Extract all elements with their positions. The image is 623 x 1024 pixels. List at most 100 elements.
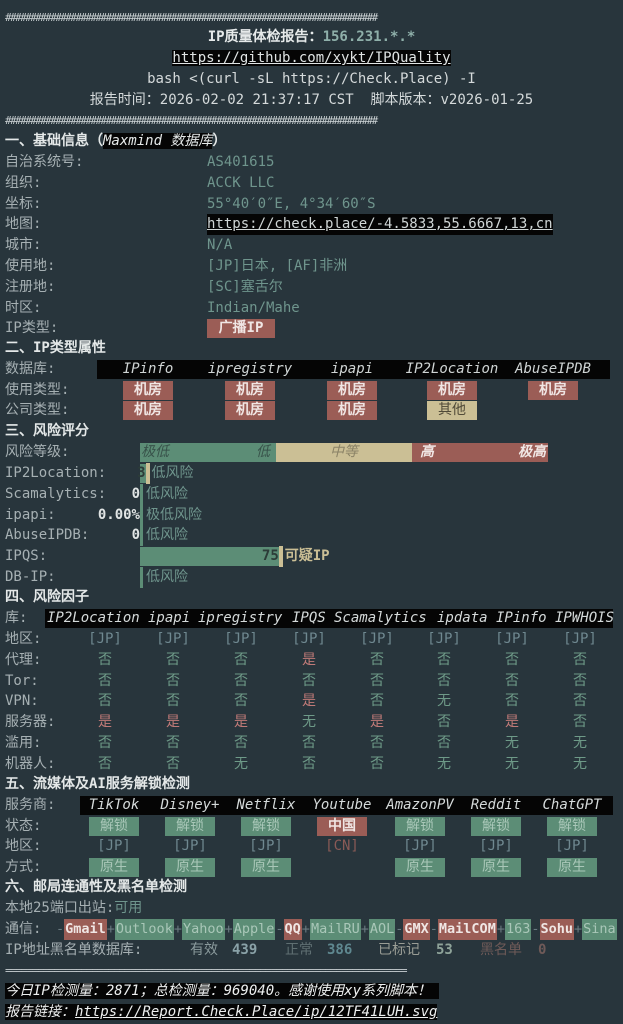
usage-type-badge: 机房: [123, 381, 173, 400]
unlock-region: [JP]: [173, 838, 207, 854]
unlock-region: [JP]: [479, 838, 513, 854]
unlock-method-badge: 原生: [165, 858, 215, 877]
factor-label: 滥用:: [5, 735, 42, 751]
mail-separator: +: [106, 921, 115, 937]
db-header-bar: [97, 360, 610, 379]
ip-type-label: IP类型:: [5, 320, 59, 336]
basic-row-label: 城市:: [5, 237, 42, 254]
factor-value: [JP]: [88, 631, 122, 647]
basic-row-label: 注册地:: [5, 278, 56, 295]
mail-service-gmx: GMX: [403, 919, 430, 940]
factor-value: 否: [234, 672, 248, 689]
factor-row: Tor:否否否否否否否否: [0, 671, 623, 692]
factor-value: 无: [302, 714, 316, 731]
db-name: ipregistry: [207, 361, 293, 377]
factor-value: 否: [370, 735, 384, 751]
section-type-title: 二、IP类型属性: [5, 340, 106, 356]
basic-row-value: [SC]塞舌尔: [207, 278, 283, 295]
mail-service-outlook: Outlook: [114, 919, 174, 940]
factor-label: 机器人:: [5, 755, 56, 772]
factor-value: 是: [302, 693, 316, 710]
factor-value: 否: [370, 693, 384, 710]
version: v2026-01-25: [440, 92, 534, 108]
factor-value: 否: [98, 755, 112, 772]
unlock-method-badge: 原生: [547, 858, 597, 877]
db-label: 数据库:: [5, 361, 56, 377]
risk-band-medium: 中等: [276, 443, 412, 462]
section-factors-title: 四、风险因子: [5, 589, 89, 605]
mail-separator: -: [56, 921, 65, 937]
port-label: 本地25端口出站:: [5, 900, 115, 916]
basic-row-value: N/A: [207, 237, 233, 254]
mail-service-163: 163: [504, 919, 532, 940]
risk-marker: [140, 525, 143, 547]
port-value: 可用: [114, 900, 143, 916]
provider-name: AmazonPV: [386, 797, 454, 813]
unlock-method-badge: 原生: [241, 858, 291, 877]
unlock-method-badge: 原生: [395, 858, 445, 877]
usage-type-badge: 机房: [225, 381, 275, 400]
risk-text: 低风险: [146, 569, 188, 585]
report-title: IP质量体检报告：156.231.*.*: [207, 29, 416, 45]
ip-address: 156.231.*.*: [322, 29, 416, 45]
factor-row: 滥用:否否否否否否无无: [0, 733, 623, 754]
factor-value: [JP]: [360, 631, 394, 647]
repo-link[interactable]: https://github.com/xykt/IPQuality: [172, 50, 451, 66]
company-type-badge: 机房: [225, 401, 275, 420]
mail-service-sina: Sina: [582, 919, 617, 940]
provider-name: Netflix: [236, 797, 296, 813]
basic-row-label: 自治系统号:: [5, 154, 84, 170]
factor-value: 是: [302, 651, 316, 668]
risk-marker: [278, 546, 283, 568]
unlock-status-badge: 解锁: [165, 817, 215, 836]
mail-separator: -: [531, 921, 540, 937]
region-label: 地区:: [5, 838, 42, 854]
valid-count: 439: [232, 942, 258, 958]
risk-score-bar: [140, 464, 146, 483]
risk-source-label: DB-IP:: [5, 569, 56, 585]
report-link-label: 报告链接：: [5, 1004, 75, 1020]
factor-row: 地区:[JP][JP][JP][JP][JP][JP][JP][JP]: [0, 629, 623, 650]
basic-row: 时区:Indian/Mahe: [0, 298, 623, 319]
factor-value: [JP]: [563, 631, 597, 647]
factor-label: 服务器:: [5, 714, 56, 731]
mail-service-mailru: MailRU: [309, 919, 361, 940]
lib-name: Scamalytics: [334, 610, 427, 626]
basic-row: 城市: N/A: [0, 235, 623, 256]
factor-row: 代理:否否否是否否否否: [0, 650, 623, 671]
provider-name: ChatGPT: [542, 797, 602, 813]
unlock-method-badge: 原生: [471, 858, 521, 877]
risk-source-label: IPQS:: [5, 548, 48, 565]
provider-name: Disney+: [160, 797, 220, 813]
factor-value: 否: [370, 672, 384, 689]
lib-header-bar: [45, 609, 613, 628]
unlock-region: [CN]: [325, 838, 359, 854]
factor-value: 否: [302, 755, 316, 772]
basic-row-label: 时区:: [5, 299, 42, 316]
map-link[interactable]: https://check.place/-4.5833,55.6667,13,c…: [207, 214, 553, 236]
lib-name: ipapi: [148, 610, 191, 626]
db-name: AbuseIPDB: [515, 361, 591, 377]
db-name: ipapi: [330, 361, 374, 377]
basic-row-label: 组织:: [5, 174, 42, 191]
provider-header-bar: [80, 796, 613, 815]
mail-separator: -: [275, 921, 284, 937]
basic-row: 坐标:55°40′0″E, 4°34′60″S: [0, 194, 623, 215]
risk-text: 可疑IP: [284, 548, 330, 565]
command: bash <(curl -sL https://Check.Place) -I: [147, 71, 476, 87]
basic-row-label: 地图:: [5, 216, 42, 233]
report-link[interactable]: https://Report.Check.Place/ip/12TF41LUH.…: [75, 1004, 438, 1020]
factor-value: 否: [98, 672, 112, 689]
mail-service-aol: AOL: [368, 919, 396, 940]
usage-type-badge: 机房: [427, 381, 477, 400]
factor-value: 否: [98, 735, 112, 751]
hash-divider: ########################################…: [5, 11, 378, 24]
risk-score: 0: [131, 527, 140, 544]
valid-label: 有效: [190, 942, 218, 958]
risk-row: DB-IP: 低风险: [0, 567, 623, 588]
factor-label: 地区:: [5, 631, 42, 647]
unlock-status-badge: 解锁: [471, 817, 521, 836]
mail-separator: +: [173, 921, 182, 937]
